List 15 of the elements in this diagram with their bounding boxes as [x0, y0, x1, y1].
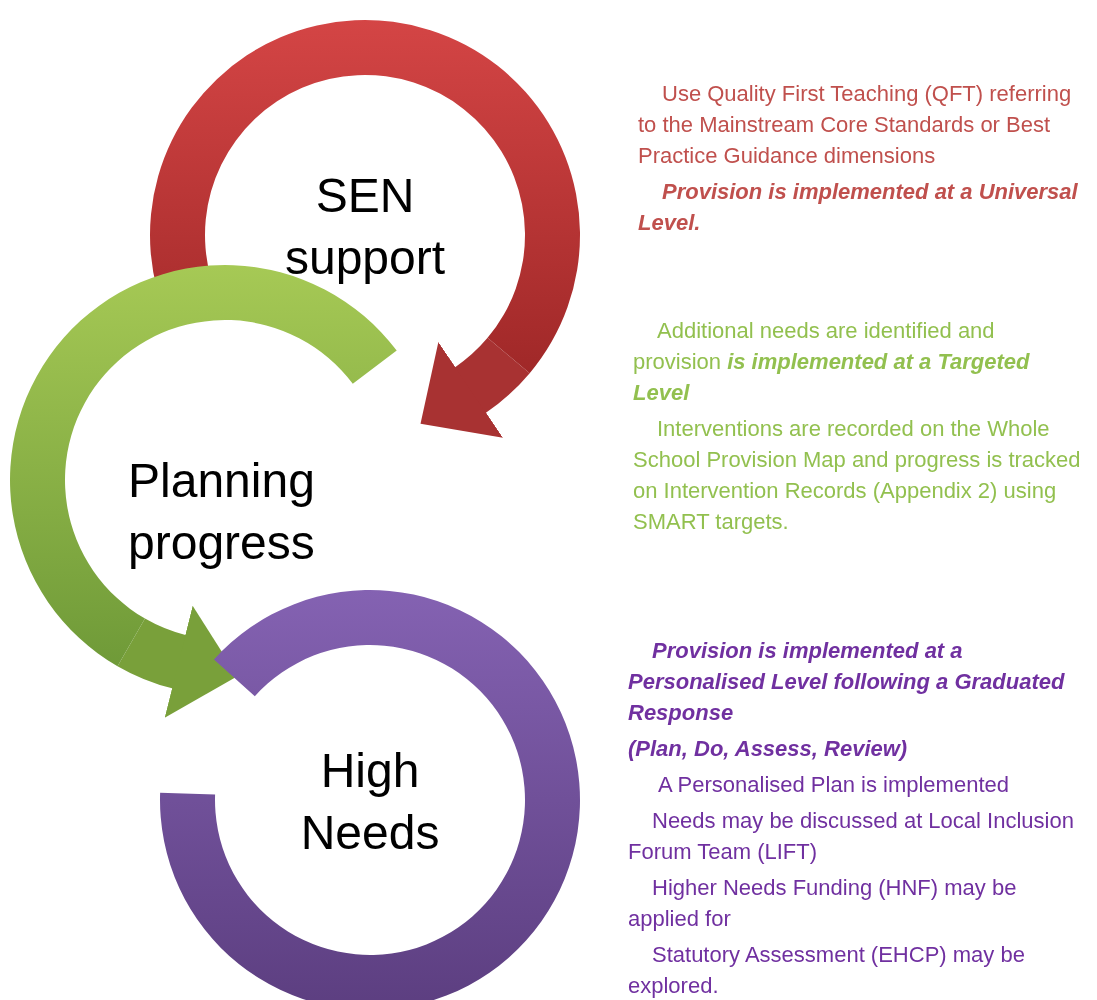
- description-text: Higher Needs Funding (HNF) may be applied for: [628, 874, 1018, 933]
- description-text: A Personalised Plan is implemented: [657, 771, 1010, 799]
- description-text: Provision is implemented at a Universal Level.: [638, 178, 1078, 237]
- stage-label: Planning progress: [128, 453, 316, 571]
- description-text: Additional needs are identified and provision is implemented at a Targeted Level: [633, 317, 1031, 407]
- description-text: Provision is implemented at a Personalised Level following a Graduated Response: [628, 637, 1066, 727]
- curved-arrow: [421, 337, 530, 437]
- description-text: Interventions are recorded on the Whole School Provision Map and progress is tracked on Intervention Records (Appendix 2) using SMART targets.: [633, 415, 1082, 536]
- stage-label: SEN support: [283, 168, 447, 286]
- stage-label: High Needs: [299, 743, 441, 861]
- description-text: Use Quality First Teaching (QFT) referring to the Mainstream Core Standards or Best Practice Guidance dimensions: [638, 80, 1073, 170]
- description-text: Statutory Assessment (EHCP) may be explored.: [628, 941, 1026, 1000]
- description-text: Needs may be discussed at Local Inclusion Forum Team (LIFT): [628, 807, 1075, 866]
- curved-arrow: [118, 606, 237, 718]
- description-text: (Plan, Do, Assess, Review): [628, 735, 909, 763]
